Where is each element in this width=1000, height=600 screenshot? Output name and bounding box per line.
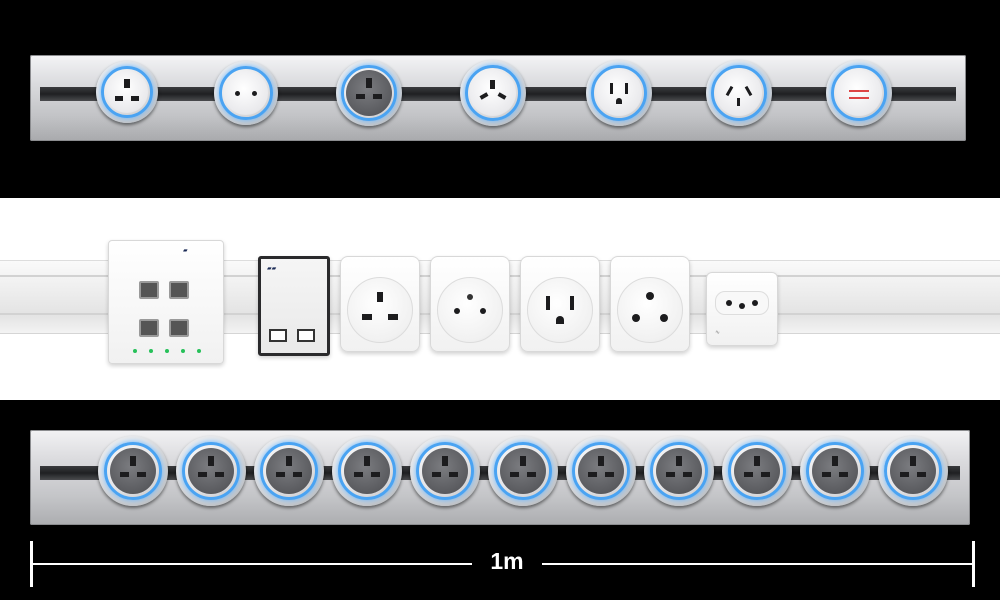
top-product-band (0, 0, 1000, 198)
universal-socket (336, 60, 402, 126)
us-plug-module (520, 256, 600, 352)
usb-port-icon (297, 329, 315, 342)
ethernet-port-icon (139, 281, 159, 299)
universal-socket (722, 436, 792, 506)
usb-port-icon (269, 329, 287, 342)
uk-plug-module (340, 256, 420, 352)
china-socket (460, 60, 526, 126)
ethernet-port-icon (139, 319, 159, 337)
swiss-plug-module: ∿ (706, 272, 778, 346)
bottom-power-strip (30, 430, 970, 525)
middle-product-band: ▰ ▰▰ (0, 198, 1000, 400)
france-plug-module (430, 256, 510, 352)
schuko-socket (214, 61, 278, 125)
top-power-strip (30, 55, 966, 141)
us-socket (586, 60, 652, 126)
scale-bar-right-cap (972, 541, 975, 587)
universal-socket (566, 436, 636, 506)
universal-socket (332, 436, 402, 506)
india-plug-module (610, 256, 690, 352)
universal-socket (410, 436, 480, 506)
universal-socket (878, 436, 948, 506)
ethernet-port-icon (169, 281, 189, 299)
universal-socket (98, 436, 168, 506)
universal-socket (644, 436, 714, 506)
universal-socket (176, 436, 246, 506)
universal-socket (254, 436, 324, 506)
australia-socket (706, 60, 772, 126)
bottom-product-band: 1m (0, 400, 1000, 600)
usb-charger-socket (826, 60, 892, 126)
universal-socket (800, 436, 870, 506)
usb-module: ▰▰ (258, 256, 330, 356)
scale-label: 1m (472, 546, 542, 576)
ethernet-port-icon (169, 319, 189, 337)
uk-socket (96, 61, 158, 123)
scale-bar-left-cap (30, 541, 33, 587)
universal-socket (488, 436, 558, 506)
ethernet-module: ▰ (108, 240, 224, 364)
